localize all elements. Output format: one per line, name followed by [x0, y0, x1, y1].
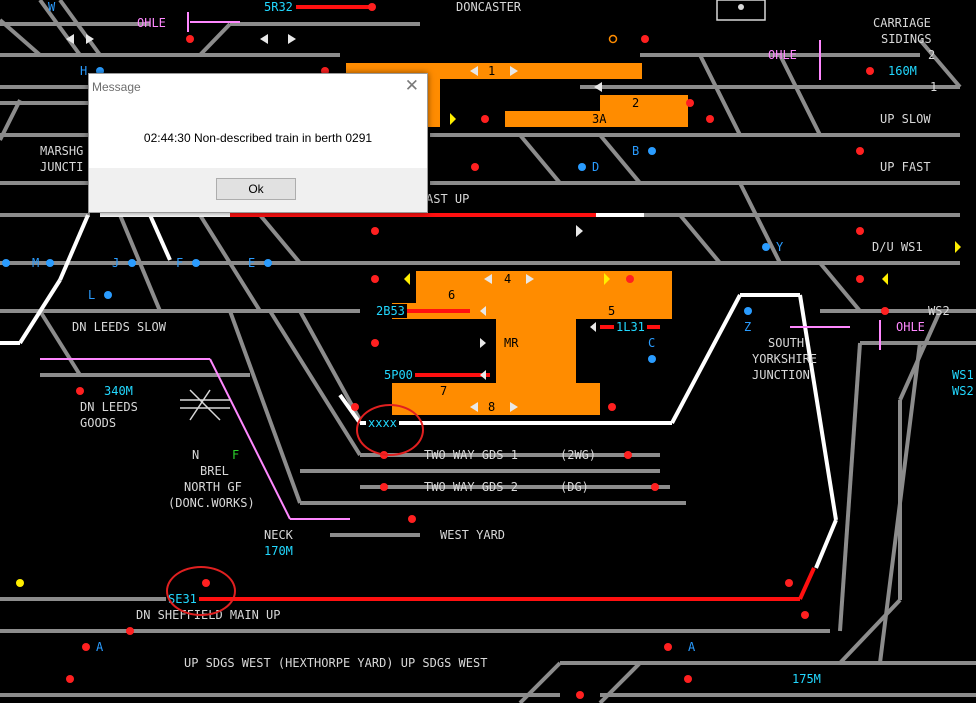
brel-label-2: NORTH GF [184, 480, 242, 494]
south-yorkshire-junction-label-1: SOUTH [768, 336, 805, 350]
line-label-dn-leeds-slow: DN LEEDS SLOW [72, 320, 166, 334]
marsh-junction-label-2: JUNCTI [40, 160, 84, 174]
station-name-doncaster: DONCASTER [456, 0, 522, 14]
distance-175m: 175M [792, 672, 821, 686]
signal-label-h: H [80, 64, 88, 78]
misc-markers [180, 0, 766, 421]
dialog-message: 02:44:30 Non-described train in berth 02… [143, 131, 373, 145]
two-way-gds-1-code: (2WG) [560, 448, 597, 462]
platform-label-mr: MR [504, 336, 519, 350]
ohle-label-right: OHLE [768, 48, 797, 62]
line-label-up-fast: UP FAST [880, 160, 931, 174]
signal-label-w: W [48, 0, 56, 14]
berth-1l31[interactable]: 1L31 [614, 320, 647, 334]
ohle-boundaries [40, 12, 881, 520]
road-number-2: 2 [928, 48, 936, 62]
line-label-fast-up: AST UP [426, 192, 470, 206]
ohle-label-top: OHLE [137, 16, 166, 30]
south-yorkshire-junction-label-3: JUNCTION [752, 368, 810, 382]
two-way-gds-2-label: TWO WAY GDS 2 [424, 480, 518, 494]
occupied-track [0, 213, 838, 569]
set-routes [186, 5, 816, 601]
brel-label-3: (DONC.WORKS) [168, 496, 255, 510]
platform-number-7: 7 [440, 384, 448, 398]
platform-number-1: 1 [488, 64, 496, 78]
signal-label-a-left: A [96, 640, 104, 654]
platform-number-2: 2 [632, 96, 640, 110]
signal-label-f: F [176, 256, 184, 270]
line-label-du-ws1: D/U WS1 [872, 240, 923, 254]
signal-label-c: C [648, 336, 656, 350]
two-way-gds-1-label: TWO WAY GDS 1 [424, 448, 518, 462]
signals-yellow [16, 113, 961, 587]
route-arrows [66, 34, 602, 412]
carriage-sidings-label-2: SIDINGS [881, 32, 932, 46]
west-yard-label: WEST YARD [440, 528, 506, 542]
signal-label-y: Y [776, 240, 784, 254]
line-label-ws2-right: WS2 [952, 384, 974, 398]
brel-n-label: N [192, 448, 200, 462]
berth-5p00[interactable]: 5P00 [382, 368, 415, 382]
distance-170m: 170M [264, 544, 293, 558]
dn-leeds-goods-label-1: DN LEEDS [80, 400, 138, 414]
line-label-up-slow: UP SLOW [880, 112, 931, 126]
annotation-circle-signal [166, 566, 236, 616]
signal-label-m: M [32, 256, 40, 270]
marsh-junction-label-1: MARSHG [40, 144, 84, 158]
distance-340m: 340M [104, 384, 133, 398]
dn-leeds-goods-label-2: GOODS [80, 416, 117, 430]
carriage-sidings-label-1: CARRIAGE [873, 16, 931, 30]
close-icon[interactable]: ✕ [404, 76, 419, 95]
signal-label-l: L [88, 288, 96, 302]
signal-label-d: D [592, 160, 600, 174]
neck-label: NECK [264, 528, 293, 542]
signal-label-b: B [632, 144, 640, 158]
brel-label-1: BREL [200, 464, 229, 478]
line-label-ws1-right: WS1 [952, 368, 974, 382]
signal-label-e: E [248, 256, 256, 270]
platform-number-4: 4 [504, 272, 512, 286]
ok-button[interactable]: Ok [216, 178, 296, 200]
line-label-up-sdgs-west: UP SDGS WEST (HEXTHORPE YARD) UP SDGS WE… [184, 656, 488, 670]
annotation-circle-berth [356, 404, 424, 456]
signal-label-j: J [112, 256, 120, 270]
dialog-title: Message [92, 80, 141, 94]
brel-f-label: F [232, 448, 240, 462]
signal-label-z: Z [744, 320, 752, 334]
south-yorkshire-junction-label-2: YORKSHIRE [752, 352, 818, 366]
distance-160m: 160M [888, 64, 917, 78]
platform-number-6: 6 [448, 288, 456, 302]
platform-number-5: 5 [608, 304, 616, 318]
signal-label-a-right: A [688, 640, 696, 654]
road-number-1: 1 [930, 80, 938, 94]
two-way-gds-2-code: (DG) [560, 480, 589, 494]
dialog-body: 02:44:30 Non-described train in berth 02… [89, 100, 427, 212]
berth-5r32[interactable]: 5R32 [262, 0, 295, 14]
ohle-label-lower: OHLE [896, 320, 925, 334]
berth-2b53[interactable]: 2B53 [374, 304, 407, 318]
platform-number-8: 8 [488, 400, 496, 414]
dialog-titlebar[interactable]: Message ✕ [89, 74, 427, 100]
message-dialog: Message ✕ 02:44:30 Non-described train i… [88, 73, 428, 213]
platform-number-3a: 3A [592, 112, 607, 126]
line-label-ws2: WS2 [928, 304, 950, 318]
